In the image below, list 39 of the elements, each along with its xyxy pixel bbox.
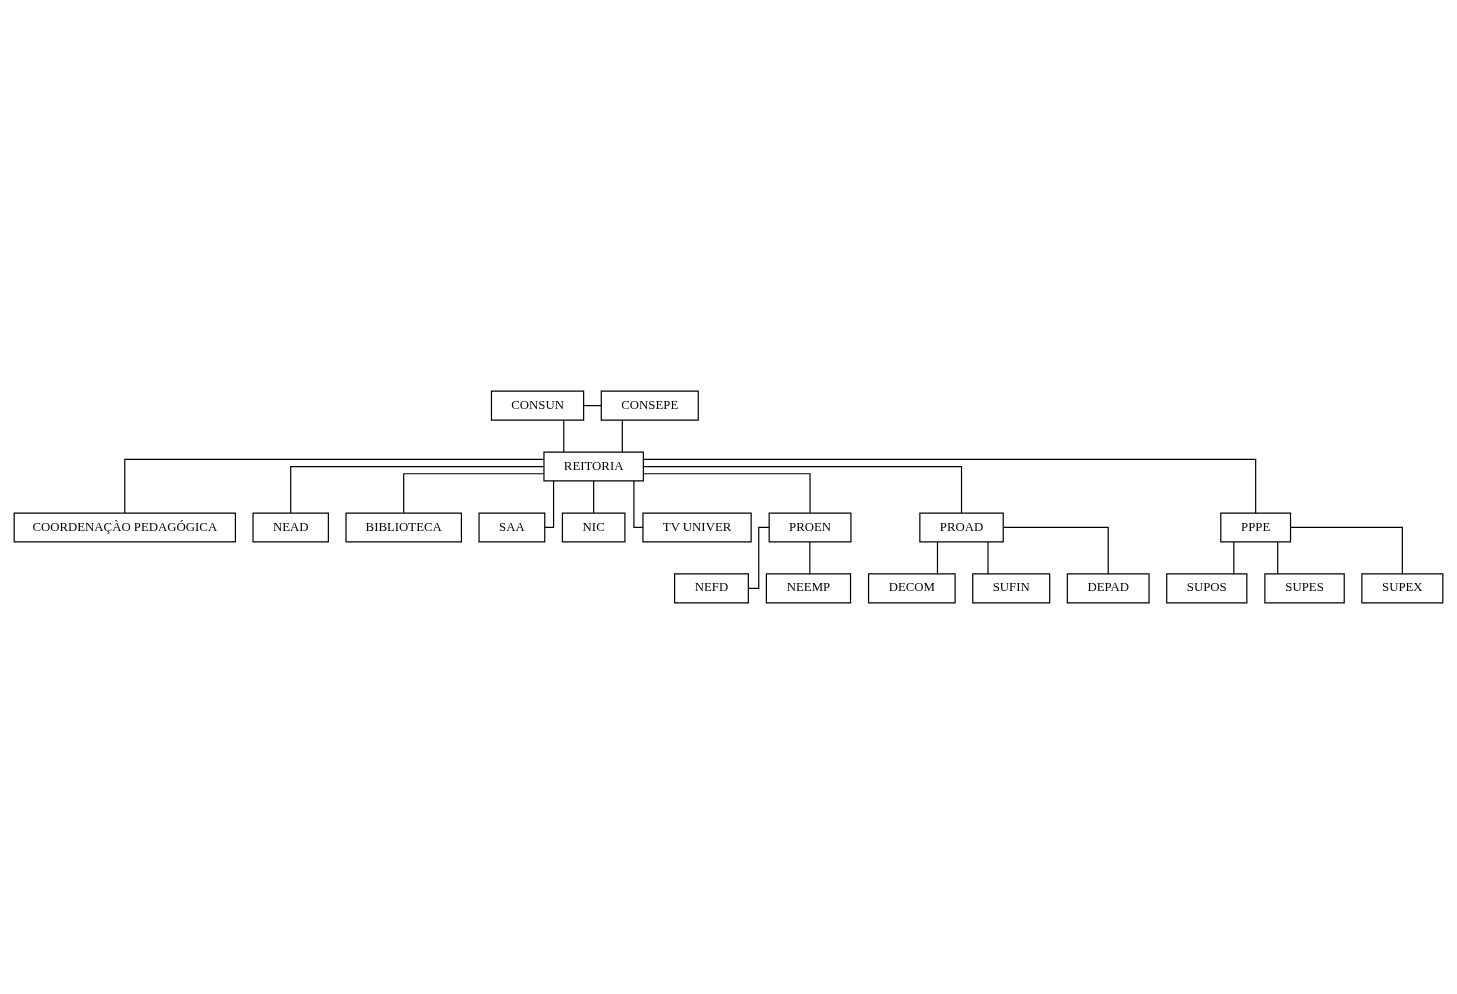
connector bbox=[936, 541, 939, 575]
node-box: NEEMP bbox=[765, 573, 852, 604]
node-box: CONSEPE bbox=[600, 390, 699, 421]
connector bbox=[1002, 526, 1109, 575]
connector bbox=[290, 465, 545, 514]
node-box: SAA bbox=[478, 512, 546, 543]
connector bbox=[621, 419, 623, 453]
node-box: SUPOS bbox=[1166, 573, 1248, 604]
connector bbox=[642, 458, 1257, 514]
connector bbox=[1290, 526, 1403, 575]
connector bbox=[544, 480, 555, 529]
node-box: NIC bbox=[561, 512, 626, 543]
node-box: DECOM bbox=[867, 573, 956, 604]
node-box: NEAD bbox=[252, 512, 329, 543]
node-box: BIBLIOTECA bbox=[345, 512, 462, 543]
node-box: SUPES bbox=[1264, 573, 1345, 604]
node-box: COORDENAÇÀO PEDAGÓGICA bbox=[13, 512, 236, 543]
connector bbox=[124, 458, 545, 514]
connector bbox=[1233, 541, 1235, 575]
connector bbox=[1277, 541, 1279, 575]
connector bbox=[643, 465, 963, 514]
node-box: PPPE bbox=[1220, 512, 1292, 543]
node-box: SUFIN bbox=[972, 573, 1051, 604]
connector bbox=[633, 480, 644, 529]
node-box: REITORIA bbox=[543, 451, 644, 482]
node-box: TV UNIVER bbox=[642, 512, 752, 543]
node-box: NEFD bbox=[674, 573, 749, 604]
connector bbox=[747, 526, 770, 589]
node-box: DEPAD bbox=[1066, 573, 1150, 604]
node-box: PROAD bbox=[919, 512, 1004, 543]
node-box: CONSUN bbox=[490, 390, 585, 421]
node-box: PROEN bbox=[768, 512, 852, 543]
connector bbox=[403, 473, 545, 514]
connector bbox=[809, 541, 811, 575]
connector bbox=[593, 480, 595, 514]
connector bbox=[563, 419, 565, 453]
connector bbox=[987, 541, 989, 575]
connector bbox=[642, 473, 811, 514]
node-box: SUPEX bbox=[1361, 573, 1444, 604]
